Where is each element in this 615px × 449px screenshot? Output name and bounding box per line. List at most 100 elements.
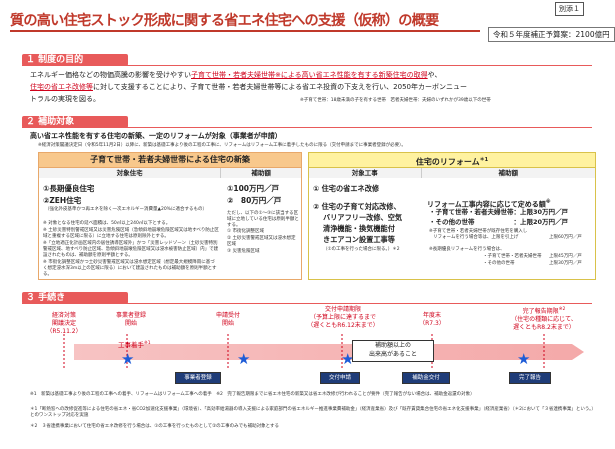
reform-item-aircon: きエアコン設置工事等	[323, 235, 395, 244]
section2-rule	[22, 127, 592, 128]
section2-heading: ２ 補助対象	[22, 116, 128, 128]
new-build-side3: ② 土砂災害警戒区域又は浸水想定区域	[227, 236, 296, 247]
new-build-fine1: ※ 対象となる住宅の延べ面積は、50㎡以上240㎡以下とする。	[43, 221, 171, 226]
construction-label: 工事着手※1	[118, 338, 151, 351]
label-report-sup: ※2	[558, 307, 566, 312]
reform-extra-b: リフォームを行う場合等は、上限を引上げ	[433, 235, 519, 240]
section2-intro: 高い省エネ性能を有する住宅の新築、一定のリフォームが対象（事業者が申請）	[30, 132, 282, 140]
reform-header-sup: ＊1	[479, 157, 489, 163]
label-cabinet-a: 経済対策	[51, 312, 76, 319]
step-report: 完了報告	[509, 372, 551, 384]
label-deadline-c: （遅くともR6.12末まで）	[307, 322, 379, 329]
footnote-2: ＊2 ３省連携事業において住宅の省エネ改修を行う場合は、①の工事を行ったものとし…	[30, 424, 280, 429]
label-deadline-b: （予算上限に達するまで	[309, 314, 376, 321]
label-fy-end: 年度末 （R7.3）	[410, 312, 454, 328]
label-deadline-a: 交付申請期限	[324, 306, 361, 313]
new-build-side4: ③ 災害危険区域	[227, 249, 260, 254]
new-build-fine4: ※ 市街化調整区域かつ土砂災害警戒区域又は浸水想定区域（想定最大規模降雨に基づく…	[43, 260, 217, 277]
section3-rule	[22, 303, 592, 304]
reform-item-barrier: バリアフリー改修、空気	[323, 213, 403, 222]
reform-limit-child: ・子育て世帯・若者夫婦世帯：上限30万円／戸	[429, 208, 569, 216]
footnote-1: ＊1「断熱窓への改修促進等による住宅の省エネ・省CO2加速化支援事業」（環境省）…	[30, 407, 594, 418]
new-build-side1: ただし、以下の①〜③に該当する区域に立地している住宅は原則半額とする。	[227, 211, 299, 228]
label-apply: 申請受付 開始	[203, 312, 253, 328]
section1-line1: エネルギー価格などの物価高騰の影響を受けやすい子育て世帯・若者夫婦世帯※による高…	[30, 70, 441, 81]
timeline-arrow	[74, 344, 584, 360]
reform-long-other-amount: 上限30万円／戸	[549, 261, 582, 266]
procedure-note: ※1 新築は基礎工事より後の工程の工事への着手、リフォームはリフォーム工事への着…	[30, 392, 475, 397]
purpose-text-b: や、	[427, 71, 442, 79]
section1-note: ※子育て世帯：18歳未満の子を有する世帯 若者夫婦世帯：夫婦のいずれかが39歳以…	[300, 98, 491, 103]
section1-rule	[22, 65, 592, 66]
reform-header-label: 住宅のリフォーム	[415, 157, 480, 167]
new-build-col-target: 対象住宅	[39, 168, 222, 178]
new-build-item-zeh: ②ZEH住宅	[43, 196, 82, 205]
reform-condition-sup: ＊2	[392, 247, 400, 252]
reform-limit-other: ・その他の世帯 ：上限20万円／戸	[429, 218, 569, 226]
callout-line1: 補助額以上の	[374, 342, 411, 349]
label-cabinet-b: 閣議決定	[51, 320, 76, 327]
reform-item-condition: （①の工事を行った場合に限る。）＊2	[323, 247, 400, 253]
reform-long-child: ・子育て世帯・若者夫婦世帯	[483, 254, 542, 259]
section1-line3: トラルの実現を図る。	[30, 95, 100, 103]
new-build-amount2: ② 80万円／戸	[227, 196, 282, 205]
step-biz-reg: 事業者登録	[175, 372, 221, 384]
star-icon: ★	[341, 350, 355, 368]
purpose-highlight-c: 住宅の省エネ改修等	[30, 83, 93, 91]
purpose-text-a: エネルギー価格などの物価高騰の影響を受けやすい	[30, 71, 191, 79]
reform-long-note: ※長期優良リフォームを行う場合は、	[429, 247, 505, 252]
step-apply: 交付申請	[320, 372, 360, 384]
section1-line2: 住宅の省エネ改修等に対して支援することにより、子育て世帯・若者夫婦世帯等による省…	[30, 82, 467, 93]
timeline-graphic	[63, 334, 584, 368]
label-apply-a: 申請受付	[215, 312, 240, 319]
construction-sup: ※1	[144, 341, 151, 346]
label-fy-end-a: 年度末	[422, 312, 441, 319]
label-report-b: （住宅の種類に応じて、	[511, 316, 577, 323]
new-build-header: 子育て世帯・若者夫婦世帯による住宅の新築	[39, 153, 301, 167]
annex-label: 別添１	[555, 2, 584, 16]
new-build-item-long-life: ①長期優良住宅	[43, 184, 95, 193]
label-report-c: 遅くともR8.2末まで）	[513, 324, 575, 331]
title-rule	[10, 30, 480, 32]
reform-header: 住宅のリフォーム＊1	[309, 153, 595, 167]
new-build-col-amount: 補助額	[221, 168, 301, 178]
star-icon: ★	[517, 350, 531, 368]
new-build-panel: 子育て世帯・若者夫婦世帯による住宅の新築 対象住宅 補助額 ①長期優良住宅 ②Z…	[38, 152, 302, 280]
reform-col-amount: 補助額	[421, 168, 595, 178]
reform-limit-title-sup: ※	[545, 199, 551, 205]
label-biz-reg-b: 開始	[124, 320, 137, 327]
reform-extra-amount: 上限60万円／戸	[549, 235, 582, 240]
reform-limit-title: リフォーム工事内容に応じて定める額※	[427, 197, 551, 210]
reform-long-child-amount: 上限45万円／戸	[549, 254, 582, 259]
reform-condition-text: （①の工事を行った場合に限る。）	[323, 247, 393, 252]
reform-panel: 住宅のリフォーム＊1 対象工事 補助額 ① 住宅の省エネ改修 ② 住宅の子育て対…	[308, 152, 596, 280]
label-apply-b: 開始	[221, 320, 234, 327]
step-grant: 補助金交付	[402, 372, 450, 384]
label-report: 完了報告期限※2 （住宅の種類に応じて、 遅くともR8.2末まで）	[494, 306, 594, 332]
new-build-zeh-note: （強化外皮基準かつ再エネを除く一次エネルギー消費量▲20%に適合するもの）	[45, 207, 207, 212]
label-cabinet-c: （R5.11.2）	[46, 328, 82, 335]
reform-item-energy: ① 住宅の省エネ改修	[313, 184, 380, 193]
reform-col-work: 対象工事	[309, 168, 422, 178]
purpose-highlight-b: ※による高い省エネ性能を有する新築住宅の取得	[275, 71, 428, 79]
new-build-amount1: ①100万円／戸	[227, 184, 280, 193]
new-build-fine2: ※ 土砂災害特別警戒区域又は災害危険区域（急傾斜地崩壊危険区域又は地すべり防止区…	[43, 228, 219, 239]
star-icon: ★	[121, 350, 135, 368]
section2-intro-note: ※経済対策閣議決定日（令和5年11月2日）以降に、新築は基礎工事より後の工程の工…	[38, 143, 406, 148]
reform-limit-title-text: リフォーム工事内容に応じて定める額	[427, 200, 546, 209]
section3-heading: ３ 手続き	[22, 292, 128, 304]
progress-callout: 補助額以上の 出来高があること	[352, 340, 434, 362]
reform-long-other: ・その他の世帯	[483, 261, 515, 266]
label-fy-end-b: （R7.3）	[419, 320, 445, 327]
purpose-text-c: に対して支援することにより、子育て世帯・若者夫婦世帯等による省エネ投資の下支えを…	[93, 83, 467, 91]
label-cabinet: 経済対策 閣議決定 （R5.11.2）	[34, 312, 94, 336]
label-biz-reg: 事業者登録 開始	[103, 312, 159, 328]
label-report-a: 完了報告期限	[522, 308, 559, 315]
new-build-side2: ① 市街化調整区域	[227, 229, 264, 234]
reform-item-air: 清浄機能・換気機能付	[323, 224, 395, 233]
label-biz-reg-a: 事業者登録	[115, 312, 146, 319]
section1-heading: １ 制度の目的	[22, 54, 128, 66]
reform-item-child: ② 住宅の子育て対応改修、	[313, 202, 401, 211]
reform-extra-a: ※子育て世帯・若者夫婦世帯が既存住宅を購入し	[429, 229, 528, 234]
new-build-fine3: ※「立地適正化計画区域内の居住誘導区域外」かつ「災害レッドゾーン（土砂災害特別警…	[43, 241, 219, 258]
